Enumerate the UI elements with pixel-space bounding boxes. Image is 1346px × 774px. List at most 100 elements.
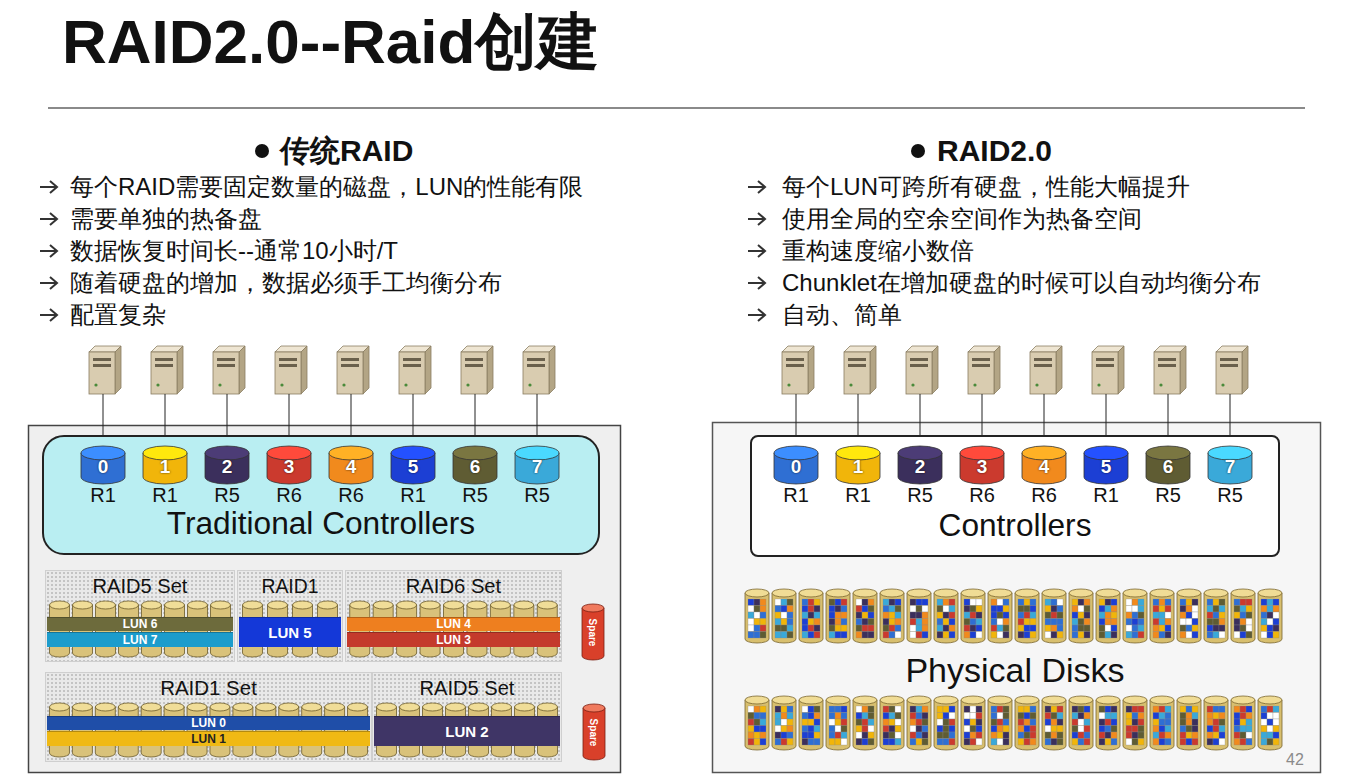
server-led xyxy=(218,383,221,386)
chunklet xyxy=(1207,599,1213,606)
disk-top xyxy=(467,601,487,609)
chunklet xyxy=(1192,739,1198,746)
chunklet xyxy=(1072,632,1078,639)
right-panel xyxy=(713,423,1321,773)
chunklet xyxy=(754,632,760,639)
chunklet xyxy=(895,599,901,606)
chunklet xyxy=(1051,706,1057,713)
disk-top xyxy=(880,696,904,704)
chunklet xyxy=(775,632,781,639)
chunklet xyxy=(862,632,868,639)
server-slot xyxy=(1158,364,1176,367)
chunklet xyxy=(1165,726,1171,733)
bullet-arrow xyxy=(40,277,57,289)
chunklet xyxy=(1207,612,1213,619)
chunklet xyxy=(802,632,808,639)
server-slot xyxy=(972,364,990,367)
chunklet xyxy=(1018,612,1024,619)
lun-cylinder: 3R6 xyxy=(956,445,1008,507)
physical-disk xyxy=(1150,696,1174,750)
chunklet xyxy=(1159,632,1165,639)
chunklet xyxy=(781,625,787,632)
disk-body xyxy=(1258,593,1282,643)
chunklet xyxy=(868,632,874,639)
chunklet xyxy=(1273,632,1279,639)
chunklet xyxy=(1207,739,1213,746)
disk-body xyxy=(537,605,557,657)
lun-number: 3 xyxy=(263,456,315,478)
chunklet xyxy=(1030,732,1036,739)
disk-top xyxy=(96,601,116,609)
chunklet xyxy=(991,599,997,606)
lun-cylinder: 2R5 xyxy=(201,445,253,507)
chunklet xyxy=(883,713,889,720)
chunklet xyxy=(1153,612,1159,619)
chunklet xyxy=(895,619,901,626)
server-slot xyxy=(910,358,928,361)
chunklet xyxy=(760,612,766,619)
chunklet xyxy=(970,713,976,720)
chunklet xyxy=(976,632,982,639)
chunklet xyxy=(895,706,901,713)
server-front xyxy=(461,352,487,394)
server-icon xyxy=(275,346,307,394)
disk-body xyxy=(1042,700,1066,750)
physical-disk xyxy=(880,589,904,643)
chunklet xyxy=(835,599,841,606)
disk-top xyxy=(420,601,440,609)
chunklet xyxy=(922,713,928,720)
physical-disk xyxy=(1042,696,1066,750)
chunklet xyxy=(937,739,943,746)
chunklet xyxy=(1186,612,1192,619)
disk-top xyxy=(826,589,850,597)
chunklet xyxy=(1132,726,1138,733)
chunklet xyxy=(781,619,787,626)
chunklet xyxy=(1234,732,1240,739)
disk-top xyxy=(95,703,115,711)
server-led xyxy=(1035,383,1038,386)
server-slot xyxy=(1220,364,1238,367)
chunklet xyxy=(1105,606,1111,613)
disk-top xyxy=(1258,696,1282,704)
physical-disk xyxy=(907,696,931,750)
chunklet xyxy=(949,739,955,746)
raid-level: R1 xyxy=(770,484,822,506)
disk-body xyxy=(165,605,185,657)
chunklet xyxy=(1180,732,1186,739)
chunklet xyxy=(895,606,901,613)
disk-top xyxy=(1123,696,1147,704)
chunklet xyxy=(1126,719,1132,726)
chunklet xyxy=(1099,706,1105,713)
disk-top xyxy=(934,696,958,704)
chunklet xyxy=(835,706,841,713)
chunklet xyxy=(1111,606,1117,613)
raid-set: RAID5 SetLUN 6LUN 7 xyxy=(45,570,235,662)
chunklet xyxy=(1192,632,1198,639)
server-side xyxy=(1180,346,1186,394)
chunklet xyxy=(1159,732,1165,739)
chunklet xyxy=(1138,706,1144,713)
chunklet xyxy=(976,606,982,613)
server-side xyxy=(932,346,938,394)
chunklet xyxy=(1051,619,1057,626)
disk-top xyxy=(373,601,393,609)
chunklet xyxy=(1186,632,1192,639)
physical-disk xyxy=(1069,696,1093,750)
chunklet xyxy=(976,739,982,746)
physical-disk xyxy=(826,589,850,643)
chunklet xyxy=(775,599,781,606)
chunklet xyxy=(1099,719,1105,726)
chunklet xyxy=(814,606,820,613)
chunklet xyxy=(1207,619,1213,626)
bullet-text: 重构速度缩小数倍 xyxy=(782,236,974,266)
lun-band: LUN 5 xyxy=(239,617,341,647)
disk-body xyxy=(853,700,877,750)
chunklet xyxy=(943,732,949,739)
disk-top xyxy=(1069,696,1093,704)
lun-number: 1 xyxy=(139,456,191,478)
chunklet xyxy=(1126,706,1132,713)
chunklet xyxy=(1240,706,1246,713)
chunklet xyxy=(922,599,928,606)
chunklet xyxy=(808,706,814,713)
chunklet xyxy=(943,706,949,713)
